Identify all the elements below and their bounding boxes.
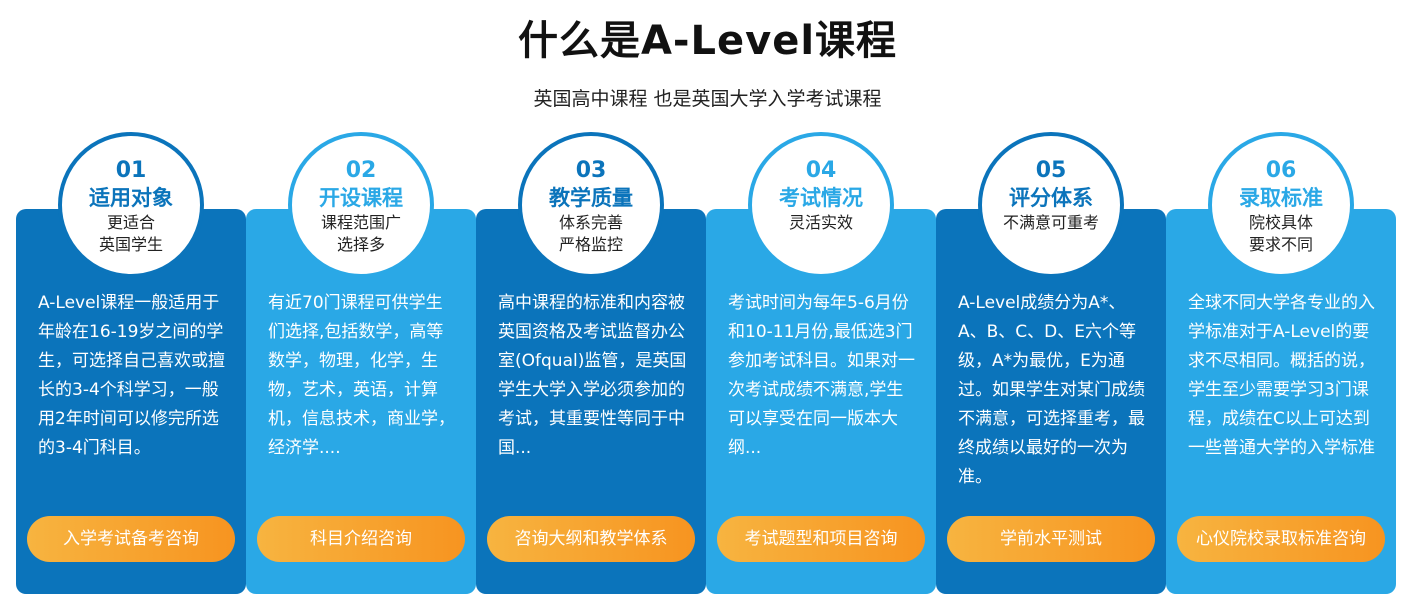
feature-card: A-Level成绩分为A*、A、B、C、D、E六个等级，A*为最优，E为通过。如… bbox=[936, 209, 1166, 594]
card-badge: 01 适用对象更适合 英国学生 bbox=[58, 132, 204, 278]
page-header: 什么是A-Level课程 bbox=[0, 14, 1415, 68]
card-subheading: 体系完善 严格监控 bbox=[558, 213, 623, 254]
card-number: 02 bbox=[345, 158, 377, 183]
card-badge: 05 评分体系不满意可重考 bbox=[978, 132, 1124, 278]
consult-button[interactable]: 心仪院校录取标准咨询 bbox=[1177, 516, 1385, 562]
card-heading: 教学质量 bbox=[549, 186, 633, 210]
card-badge: 03 教学质量体系完善 严格监控 bbox=[518, 132, 664, 278]
page-title-text: 什么是A-Level课程 bbox=[517, 18, 898, 64]
card-heading: 录取标准 bbox=[1239, 186, 1323, 210]
feature-card: 考试时间为每年5-6月份和10-11月份,最低选3门参加考试科目。如果对一次考试… bbox=[706, 209, 936, 594]
card-badge: 06 录取标准院校具体 要求不同 bbox=[1208, 132, 1354, 278]
card-subheading: 院校具体 要求不同 bbox=[1248, 213, 1313, 254]
card-subheading: 不满意可重考 bbox=[1002, 213, 1099, 232]
feature-card: 高中课程的标准和内容被英国资格及考试监督办公室(Ofqual)监管，是英国学生大… bbox=[476, 209, 706, 594]
card-description: 有近70门课程可供学生们选择,包括数学，高等数学，物理，化学，生物，艺术，英语，… bbox=[268, 293, 455, 458]
consult-button[interactable]: 科目介绍咨询 bbox=[257, 516, 465, 562]
card-number: 03 bbox=[575, 158, 607, 183]
card-heading: 适用对象 bbox=[89, 186, 173, 210]
consult-button[interactable]: 考试题型和项目咨询 bbox=[717, 516, 925, 562]
page-subtitle: 英国高中课程 也是英国大学入学考试课程 bbox=[533, 88, 882, 110]
card-subheading: 灵活实效 bbox=[788, 213, 853, 232]
consult-button[interactable]: 咨询大纲和教学体系 bbox=[487, 516, 695, 562]
page-title: 什么是A-Level课程 bbox=[518, 14, 897, 68]
feature-cards: A-Level课程一般适用于年龄在16-19岁之间的学生，可选择自己喜欢或擅长的… bbox=[16, 132, 1396, 594]
card-heading: 考试情况 bbox=[779, 186, 863, 210]
consult-button[interactable]: 入学考试备考咨询 bbox=[27, 516, 235, 562]
feature-card: A-Level课程一般适用于年龄在16-19岁之间的学生，可选择自己喜欢或擅长的… bbox=[16, 209, 246, 594]
card-description: 高中课程的标准和内容被英国资格及考试监督办公室(Ofqual)监管，是英国学生大… bbox=[498, 293, 687, 458]
card-badge: 04 考试情况灵活实效 bbox=[748, 132, 894, 278]
card-subheading: 课程范围广 选择多 bbox=[320, 213, 401, 254]
consult-button[interactable]: 学前水平测试 bbox=[947, 516, 1155, 562]
card-number: 04 bbox=[805, 158, 837, 183]
card-number: 05 bbox=[1035, 158, 1067, 183]
card-heading: 开设课程 bbox=[319, 186, 403, 210]
card-subheading: 更适合 英国学生 bbox=[98, 213, 163, 254]
card-description: A-Level成绩分为A*、A、B、C、D、E六个等级，A*为最优，E为通过。如… bbox=[958, 293, 1145, 487]
card-description: 全球不同大学各专业的入学标准对于A-Level的要求不尽相同。概括的说，学生至少… bbox=[1188, 293, 1375, 458]
card-description: A-Level课程一般适用于年龄在16-19岁之间的学生，可选择自己喜欢或擅长的… bbox=[38, 293, 225, 458]
card-description: 考试时间为每年5-6月份和10-11月份,最低选3门参加考试科目。如果对一次考试… bbox=[728, 293, 915, 458]
card-heading: 评分体系 bbox=[1009, 186, 1093, 210]
card-badge: 02 开设课程课程范围广 选择多 bbox=[288, 132, 434, 278]
card-number: 01 bbox=[115, 158, 147, 183]
card-number: 06 bbox=[1265, 158, 1297, 183]
